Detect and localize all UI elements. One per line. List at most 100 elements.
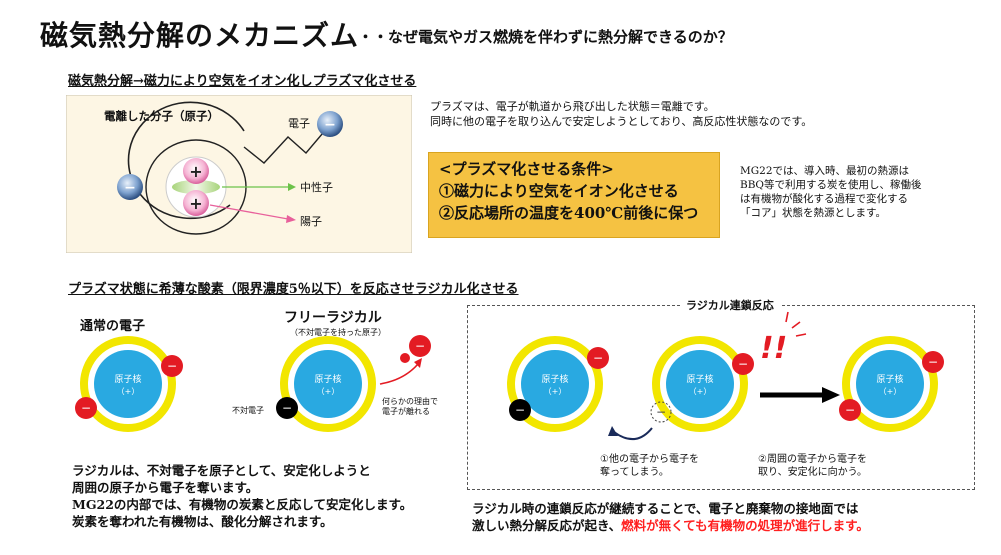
electron-label: 電子	[288, 117, 310, 130]
unpaired-label: 不対電子	[232, 405, 264, 415]
arrow-head-icon	[288, 183, 296, 191]
minus-sign: −	[415, 339, 425, 353]
nucleus-sublabel: （+）	[317, 387, 340, 396]
step1-caption-cont: 奪ってしまう。	[600, 467, 669, 478]
mg22-desc-line: 「コア」状態を熱源とします。	[740, 207, 886, 219]
nucleus-label: 原子核	[114, 373, 141, 385]
arrow-head-icon	[608, 426, 618, 436]
proton-icon	[183, 190, 209, 216]
section1-heading: 磁気熱分解→磁力により空気をイオン化しプラズマ化させる	[68, 74, 417, 89]
plus-sign: +	[189, 194, 202, 213]
mg22-desc-line: は有機物が酸化する過程で変化する	[740, 193, 908, 205]
plasma-condition-box: <プラズマ化させる条件> ①磁力により空気をイオン化させる ②反応場所の温度を4…	[428, 152, 720, 238]
departing-electron-icon	[409, 335, 431, 357]
minus-sign: −	[324, 117, 336, 133]
electron-icon	[117, 174, 143, 200]
condition-item: ②反応場所の温度を400℃前後に保つ	[439, 204, 699, 222]
chain-description: ラジカル時の連鎖反応が継続することで、電子と廃棄物の接地面では 激しい熱分解反応…	[472, 500, 869, 534]
free-electron-icon	[317, 111, 343, 137]
outer-orbit	[127, 101, 245, 220]
departure-arrow	[379, 363, 419, 385]
nucleus-label: 原子核	[876, 373, 903, 385]
plasma-description: プラズマは、電子が軌道から飛び出した状態＝電離です。 同時に他の電子を取り込んで…	[430, 99, 812, 129]
step2-caption: ②周囲の電子から電子を	[758, 453, 867, 465]
neutron-icon	[172, 180, 220, 194]
radical-desc-line: ラジカルは、不対電子を原子として、安定化しようと	[72, 463, 371, 478]
unpaired-electron-icon	[276, 397, 298, 419]
nucleus-label: 原子核	[314, 373, 341, 385]
nucleus-icon	[666, 350, 734, 418]
vacated-electron-slot	[650, 401, 672, 423]
arrow-head-icon	[286, 215, 296, 223]
free-radical-label: フリーラジカル	[284, 310, 382, 326]
electron-icon	[839, 399, 861, 421]
radical-desc-line: MG22の内部では、有機物の炭素と反応して安定化します。	[72, 497, 413, 512]
orbit-ring	[842, 336, 938, 432]
orbit-ring	[280, 336, 376, 432]
alarm-icon: !!	[760, 331, 787, 366]
nucleus-sublabel: （+）	[117, 387, 140, 396]
chain-desc-text: 激しい熱分解反応が起き、	[472, 518, 622, 533]
minus-sign: −	[845, 403, 855, 417]
unpaired-electron-icon	[509, 399, 531, 421]
electron-icon	[75, 397, 97, 419]
step2-caption-cont: 取り、安定化に向かう。	[758, 467, 867, 478]
step1-caption: ①他の電子から電子を	[600, 452, 699, 465]
escape-path	[243, 126, 329, 164]
nucleus-label: 原子核	[541, 373, 568, 385]
leave-label: 電子が離れる	[382, 406, 430, 416]
radical-diagram: 通常の電子 フリーラジカル （不対電子を持った原子） 原子核 （+） − − 原…	[75, 310, 944, 465]
nucleus-sublabel: （+）	[879, 387, 902, 396]
minus-sign: −	[515, 403, 525, 417]
condition-title: <プラズマ化させる条件>	[439, 160, 614, 178]
leave-label: 何らかの理由で	[382, 396, 438, 406]
nucleus-sublabel: （+）	[544, 387, 567, 396]
minus-sign: −	[124, 180, 136, 196]
orbit-ring	[507, 336, 603, 432]
orbit-ring	[80, 336, 176, 432]
mg22-description: MG22では、導入時、最初の熱源は BBQ等で利用する炭を使用し、稼働後 は有機…	[740, 164, 922, 220]
minus-sign: −	[167, 359, 177, 373]
minus-sign: −	[656, 405, 666, 419]
neutron-label: 中性子	[300, 180, 333, 194]
proton-label: 陽子	[300, 215, 322, 228]
electron-icon	[161, 355, 183, 377]
proton-arrow	[209, 204, 289, 220]
electron-icon	[922, 351, 944, 373]
mg22-desc-line: MG22では、導入時、最初の熱源は	[740, 165, 909, 177]
molecule-label: 電離した分子（原子）	[104, 109, 219, 123]
electron-icon	[732, 353, 754, 375]
plasma-desc-line: プラズマは、電子が軌道から飛び出した状態＝電離です。	[430, 100, 715, 113]
page-subtitle: ・・なぜ電気やガス燃焼を伴わずに熱分解できるのか？	[358, 28, 733, 46]
minus-sign: −	[282, 401, 292, 415]
nucleus-label: 原子核	[686, 373, 713, 385]
minus-sign: −	[738, 357, 748, 371]
electron-icon	[587, 347, 609, 369]
chain-desc-highlight: 燃料が無くても有機物の処理が進行します。	[621, 518, 869, 533]
nucleus-icon	[294, 350, 362, 418]
nucleus-icon	[94, 350, 162, 418]
minus-sign: −	[81, 401, 91, 415]
arrow-head-icon	[822, 387, 840, 403]
alarm-lines-icon	[785, 311, 807, 337]
normal-electron-label: 通常の電子	[80, 318, 145, 334]
chain-reaction-label: ラジカル連鎖反応	[680, 297, 780, 313]
page-title: 磁気熱分解のメカニズム	[40, 19, 360, 52]
radical-desc-line: 炭素を奪われた有機物は、酸化分解されます。	[72, 514, 333, 529]
minus-sign: −	[593, 351, 603, 365]
orbit-ring	[652, 336, 748, 432]
chain-desc-line: 激しい熱分解反応が起き、燃料が無くても有機物の処理が進行します。	[472, 517, 869, 534]
chain-desc-line: ラジカル時の連鎖反応が継続することで、電子と廃棄物の接地面では	[472, 501, 859, 516]
diagram-background	[66, 95, 412, 253]
small-electron-icon	[400, 353, 410, 363]
section2-heading: プラズマ状態に希薄な酸素（限界濃度5％以下）を反応させラジカル化させる	[68, 282, 519, 297]
proton-icon	[183, 158, 209, 184]
arrow-head-icon	[414, 358, 422, 368]
nucleus-icon	[856, 350, 924, 418]
condition-item: ①磁力により空気をイオン化させる	[439, 182, 679, 200]
nucleus-sublabel: （+）	[689, 387, 712, 396]
minus-sign: −	[928, 355, 938, 369]
plus-sign: +	[189, 162, 202, 181]
nucleus-icon	[521, 350, 589, 418]
radical-desc-line: 周囲の原子から電子を奪います。	[72, 480, 259, 495]
